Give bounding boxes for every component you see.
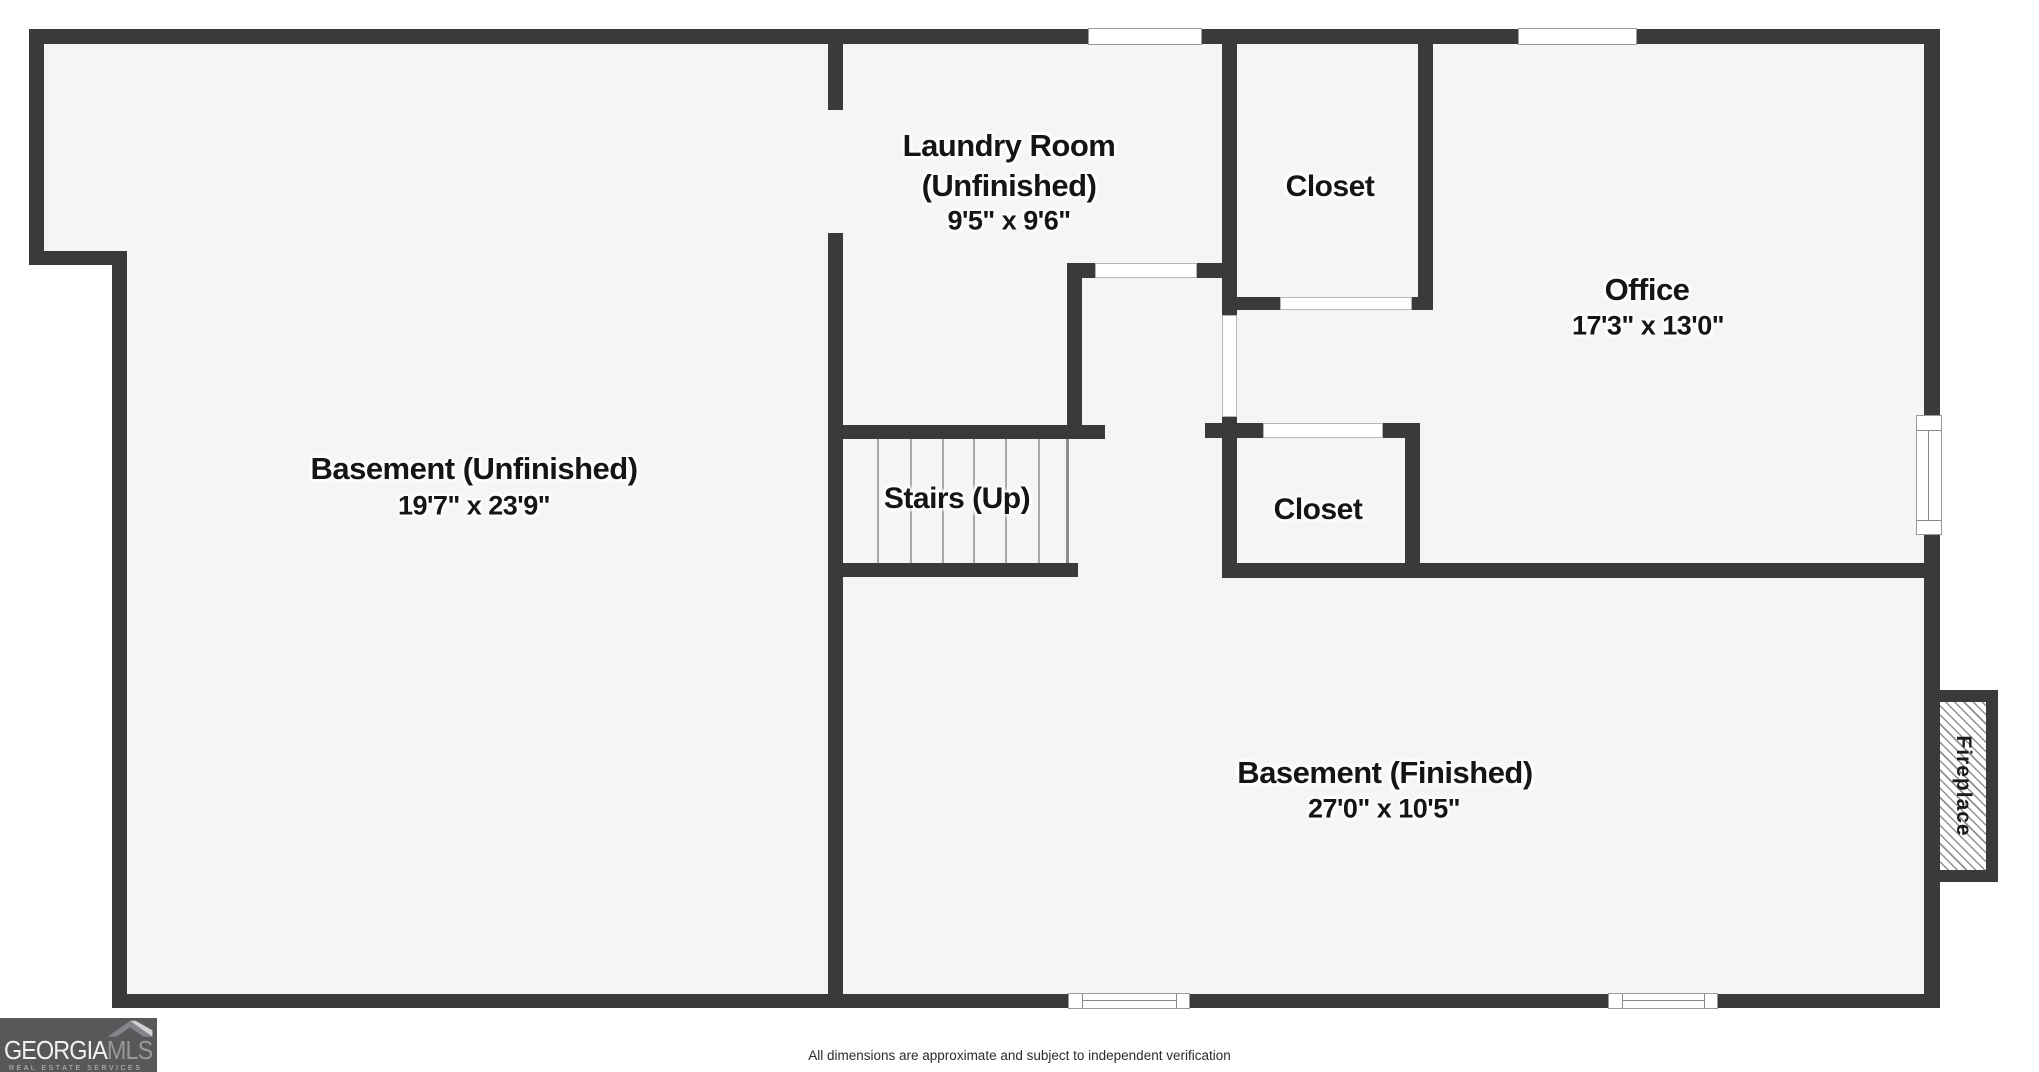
fireplace-wall-bottom bbox=[1940, 870, 1998, 882]
closet-lower-right-wall bbox=[1405, 423, 1420, 578]
window-bottom-left bbox=[1068, 993, 1190, 1009]
stair-tread bbox=[942, 439, 944, 563]
window-bottom-left-jamb2 bbox=[1176, 994, 1177, 1008]
central-wall-upper-segment bbox=[828, 44, 843, 110]
stair-tread bbox=[1038, 439, 1040, 563]
window-bottom-right-jamb2 bbox=[1704, 994, 1705, 1008]
outer-wall-left-jog bbox=[29, 251, 127, 265]
room-dims-laundry: 9'5" x 9'6" bbox=[947, 205, 1071, 236]
hall-wall-stub bbox=[1222, 417, 1237, 423]
room-label-basement-unfinished: Basement (Unfinished) bbox=[310, 451, 638, 486]
window-bottom-right bbox=[1608, 993, 1718, 1009]
window-right-wall-rail-top bbox=[1917, 430, 1941, 431]
floor-area bbox=[44, 44, 1924, 994]
window-top-left bbox=[1088, 28, 1202, 45]
room-label-closet-top: Closet bbox=[1285, 170, 1375, 203]
room-label-closet-lower: Closet bbox=[1273, 493, 1363, 526]
stair-tread bbox=[910, 439, 912, 563]
outer-wall-left-lower bbox=[112, 251, 127, 1008]
room-dims-basement-unfinished: 19'7" x 23'9" bbox=[397, 490, 551, 521]
closet-top-left-wall bbox=[1222, 44, 1237, 315]
stairs-bottom-wall bbox=[841, 563, 1078, 577]
closet-lower-left-wall bbox=[1222, 423, 1237, 578]
stairs-top-wall bbox=[841, 425, 1105, 439]
laundry-right-wall bbox=[1067, 263, 1082, 438]
hall-door-opening bbox=[1222, 315, 1237, 417]
exterior-notch bbox=[0, 265, 112, 1008]
outer-wall-top bbox=[29, 29, 1940, 44]
closet-top-door-opening bbox=[1280, 297, 1412, 310]
room-label-stairs: Stairs (Up) bbox=[883, 482, 1031, 515]
room-label-laundry-line2: (Unfinished) bbox=[921, 168, 1097, 203]
window-right-wall bbox=[1916, 415, 1942, 535]
logo-tagline-text: REAL ESTATE SERVICES bbox=[9, 1065, 143, 1072]
fireplace-wall-top bbox=[1940, 690, 1998, 702]
room-dims-basement-finished: 27'0" x 10'5" bbox=[1307, 793, 1461, 824]
window-right-wall-pane bbox=[1928, 430, 1929, 520]
fireplace-label: Fireplace bbox=[1952, 735, 1975, 837]
disclaimer-text: All dimensions are approximate and subje… bbox=[808, 1048, 1231, 1063]
window-top-right bbox=[1518, 28, 1637, 45]
georgia-mls-logo: GEORGIAMLS REAL ESTATE SERVICES bbox=[0, 1018, 157, 1072]
stair-tread bbox=[1005, 439, 1007, 563]
office-bottom-wall bbox=[1222, 563, 1940, 578]
outer-wall-bottom bbox=[112, 994, 1940, 1008]
window-bottom-left-rail bbox=[1082, 1000, 1176, 1001]
room-label-laundry-line1: Laundry Room bbox=[902, 128, 1116, 163]
room-dims-office: 17'3" x 13'0" bbox=[1571, 310, 1725, 341]
fireplace-hatch bbox=[1940, 702, 1986, 870]
window-bottom-right-rail bbox=[1622, 1000, 1704, 1001]
stair-tread bbox=[877, 439, 879, 563]
closet-lower-door-opening bbox=[1263, 423, 1383, 438]
logo-georgia-text: GEORGIA bbox=[4, 1035, 108, 1065]
roof-icon bbox=[107, 1020, 153, 1037]
logo-brand-text: GEORGIAMLS bbox=[4, 1035, 153, 1066]
window-bottom-left-jamb1 bbox=[1082, 994, 1083, 1008]
logo-mls-text: MLS bbox=[106, 1035, 153, 1065]
outer-wall-left-upper bbox=[29, 29, 44, 265]
fireplace-wall-right bbox=[1986, 690, 1998, 882]
room-label-basement-finished: Basement (Finished) bbox=[1237, 755, 1533, 790]
laundry-door-opening bbox=[1095, 263, 1197, 278]
window-right-wall-rail-bottom bbox=[1917, 520, 1941, 521]
room-label-office: Office bbox=[1604, 272, 1690, 307]
closet-top-right-wall bbox=[1418, 44, 1433, 310]
stair-tread bbox=[973, 439, 975, 563]
window-bottom-right-jamb1 bbox=[1622, 994, 1623, 1008]
central-wall-lower-segment bbox=[828, 233, 843, 997]
stair-right-edge bbox=[1066, 439, 1069, 563]
